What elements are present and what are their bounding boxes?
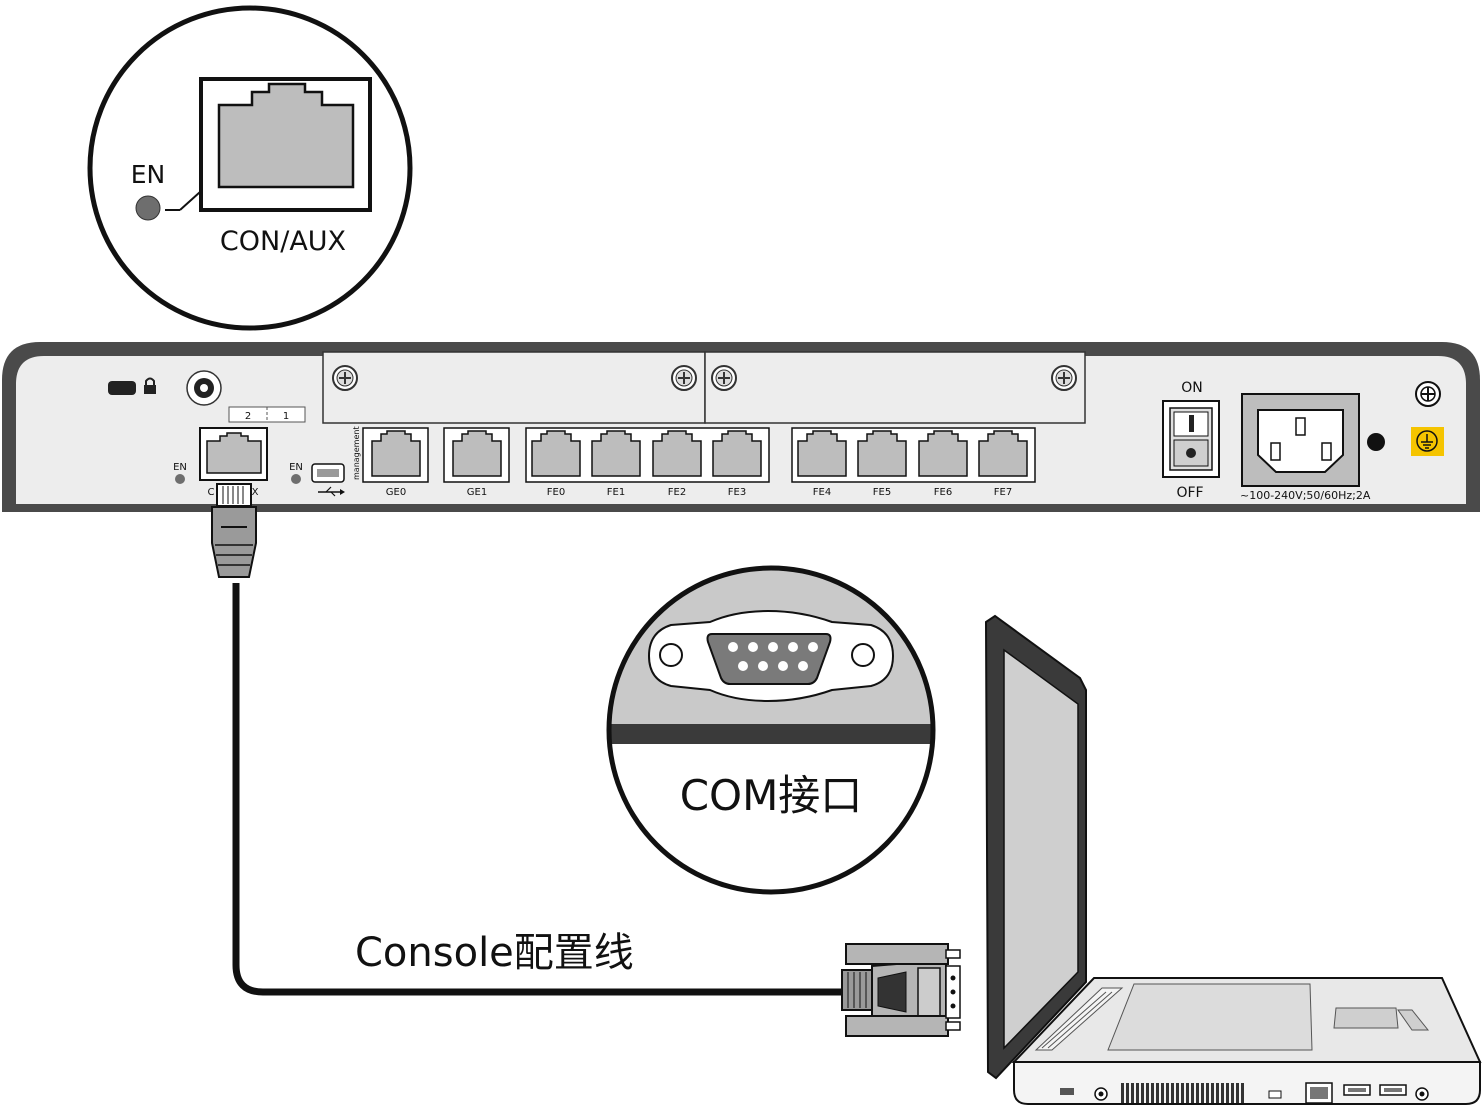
port-label-ge1: GE1 [467, 487, 487, 498]
vent-slot [1231, 1083, 1234, 1103]
cable-label: Console配置线 [355, 930, 634, 976]
port-fe1[interactable]: FE1 [591, 430, 641, 498]
vent-slot [1121, 1083, 1124, 1103]
screw-icon [332, 365, 358, 391]
vent-slot [1166, 1083, 1169, 1103]
screw-icon [1051, 365, 1077, 391]
vent-slot [1181, 1083, 1184, 1103]
vent-slot [1151, 1083, 1154, 1103]
slot-label-1: 1 [283, 411, 289, 422]
port-label-fe6: FE6 [934, 487, 952, 498]
screw-icon [671, 365, 697, 391]
vent-slot [1206, 1083, 1209, 1103]
vent-slot [1146, 1083, 1149, 1103]
vent-slot [1171, 1083, 1174, 1103]
port-label-fe4: FE4 [813, 487, 831, 498]
slot-label-2: 2 [245, 411, 251, 422]
port-fe3[interactable]: FE3 [712, 430, 762, 498]
vent-slot [1161, 1083, 1164, 1103]
vent-slot [1141, 1083, 1144, 1103]
power-switch[interactable] [1162, 400, 1220, 478]
com-port-zoom: COM接口 [606, 565, 936, 895]
reset-button [186, 370, 222, 406]
laptop-vents [1121, 1083, 1244, 1103]
vent-slot [1186, 1083, 1189, 1103]
ethernet-ports: GE0 GE1 FE0 FE1 FE2 FE3 FE4 FE5 FE6 FE7 [371, 430, 1028, 498]
port-fe7[interactable]: FE7 [978, 430, 1028, 498]
con-aux-label: CON/AUX [220, 226, 346, 257]
en-led-console [175, 474, 185, 484]
port-label-fe1: FE1 [607, 487, 625, 498]
en-led-usb [291, 474, 301, 484]
ground-icon [1411, 427, 1444, 456]
power-inlet [1241, 393, 1360, 487]
security-slot [108, 381, 136, 395]
port-fe5[interactable]: FE5 [857, 430, 907, 498]
ground-screw-icon [1415, 381, 1441, 407]
port-label-fe7: FE7 [994, 487, 1012, 498]
vent-slot [1241, 1083, 1244, 1103]
card-slot-1 [704, 351, 1086, 424]
power-indicator [1367, 433, 1385, 451]
vent-slot [1196, 1083, 1199, 1103]
vent-slot [1131, 1083, 1134, 1103]
rj45-port-icon [217, 82, 355, 189]
port-fe4[interactable]: FE4 [797, 430, 847, 498]
port-label-ge0: GE0 [386, 487, 406, 498]
laptop-icon [984, 614, 1482, 1105]
console-label-left: C [208, 487, 215, 498]
port-fe2[interactable]: FE2 [652, 430, 702, 498]
vent-slot [1191, 1083, 1194, 1103]
switch-off-label: OFF [1176, 485, 1203, 501]
port-label-fe0: FE0 [547, 487, 565, 498]
router-rear-panel: 2 1 EN C X EN management GE0 GE1 FE0 FE1 [2, 342, 1480, 512]
usb-icon [318, 486, 345, 497]
management-label: management [352, 426, 361, 480]
usb-port[interactable] [311, 463, 345, 483]
vent-slot [1156, 1083, 1159, 1103]
en-label-usb: EN [289, 462, 303, 473]
com-port-label: COM接口 [680, 771, 863, 820]
vent-slot [1176, 1083, 1179, 1103]
vent-slot [1221, 1083, 1224, 1103]
lock-icon [144, 377, 156, 394]
en-label-console: EN [173, 462, 187, 473]
vent-slot [1136, 1083, 1139, 1103]
vent-slot [1236, 1083, 1239, 1103]
vent-slot [1211, 1083, 1214, 1103]
port-fe6[interactable]: FE6 [918, 430, 968, 498]
screw-icon [711, 365, 737, 391]
db9-port-icon [647, 609, 895, 703]
port-ge0[interactable]: GE0 [371, 430, 421, 498]
card-slot-2 [322, 351, 706, 424]
en-led [135, 195, 161, 221]
console-label-right: X [252, 487, 259, 498]
power-rating-label: ~100-240V;50/60Hz;2A [1240, 489, 1371, 502]
port-label-fe2: FE2 [668, 487, 686, 498]
console-port[interactable] [199, 427, 268, 481]
vent-slot [1226, 1083, 1229, 1103]
vent-slot [1201, 1083, 1204, 1103]
db9-connector [841, 943, 961, 1037]
port-ge1[interactable]: GE1 [452, 430, 502, 498]
vent-slot [1216, 1083, 1219, 1103]
vent-slot [1126, 1083, 1129, 1103]
rj45-connector [211, 483, 257, 578]
port-label-fe5: FE5 [873, 487, 891, 498]
port-fe0[interactable]: FE0 [531, 430, 581, 498]
port-label-fe3: FE3 [728, 487, 746, 498]
en-label: EN [131, 160, 166, 189]
console-cable [232, 583, 848, 996]
switch-on-label: ON [1181, 380, 1203, 396]
console-port-zoom: EN CON/AUX [87, 5, 413, 331]
